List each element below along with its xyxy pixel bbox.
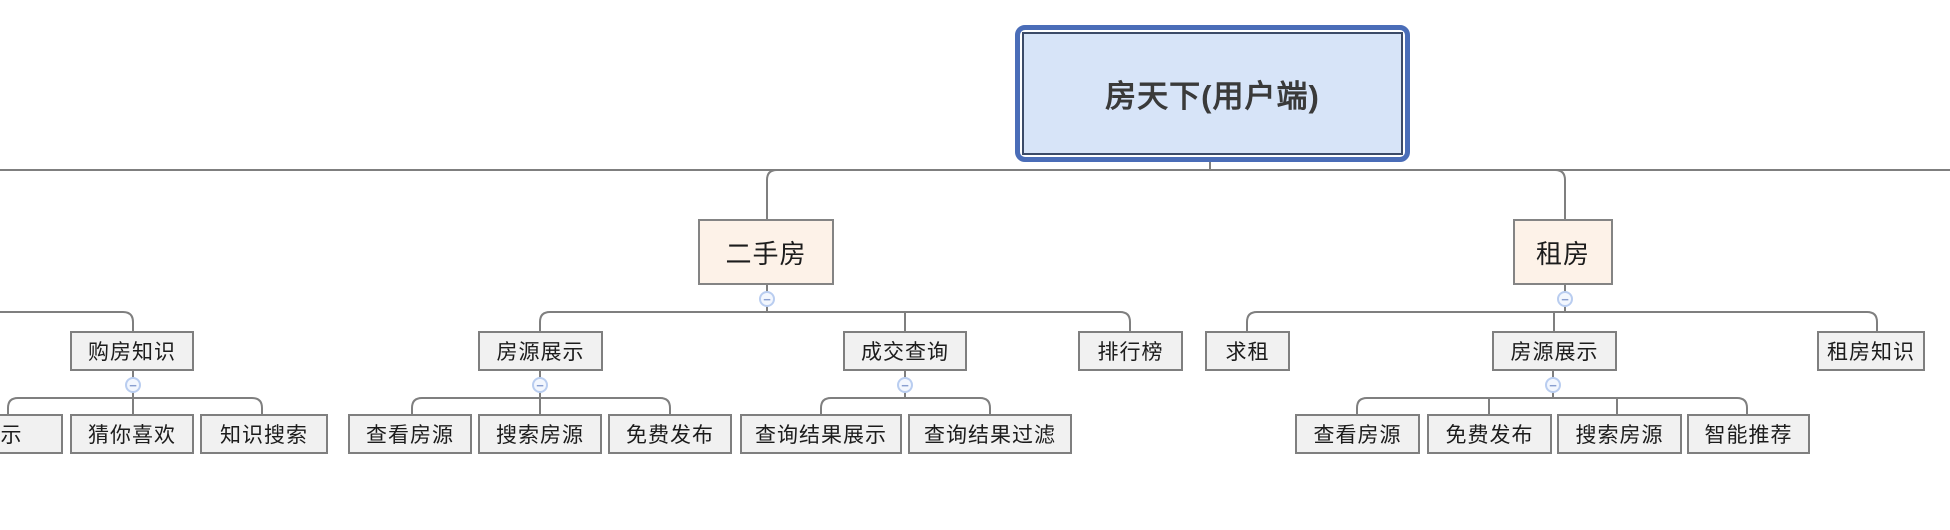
node-mianfeifabu-ershou[interactable]: 免费发布 bbox=[608, 414, 732, 454]
collapse-button-ershoufang[interactable]: − bbox=[759, 291, 775, 307]
node-zufang[interactable]: 租房 bbox=[1513, 219, 1613, 285]
node-fangyuanzhanshi-zufang[interactable]: 房源展示 bbox=[1492, 331, 1617, 371]
node-goufangzhishi[interactable]: 购房知识 bbox=[70, 331, 194, 371]
collapse-button-fangyuanzhanshi-ershou[interactable]: − bbox=[532, 377, 548, 393]
node-zhanshi-clipped[interactable]: 展示 bbox=[0, 414, 63, 454]
node-chaxunjieguozhanshi[interactable]: 查询结果展示 bbox=[740, 414, 902, 454]
node-sousuofangyuan-ershou[interactable]: 搜索房源 bbox=[478, 414, 602, 454]
node-ershoufang[interactable]: 二手房 bbox=[698, 219, 834, 285]
node-chakanfangyuan-ershou[interactable]: 查看房源 bbox=[348, 414, 472, 454]
node-chakanfangyuan-zufang[interactable]: 查看房源 bbox=[1295, 414, 1420, 454]
node-qiuzu[interactable]: 求租 bbox=[1205, 331, 1290, 371]
collapse-button-chengjiaochaxun[interactable]: − bbox=[897, 377, 913, 393]
node-zufangzhishi[interactable]: 租房知识 bbox=[1817, 331, 1925, 371]
node-zhishisousuo[interactable]: 知识搜索 bbox=[200, 414, 328, 454]
node-fangyuanzhanshi-ershou[interactable]: 房源展示 bbox=[478, 331, 603, 371]
collapse-button-fangyuanzhanshi-zufang[interactable]: − bbox=[1545, 377, 1561, 393]
node-chengjiaochaxun[interactable]: 成交查询 bbox=[843, 331, 967, 371]
node-paihangbang[interactable]: 排行榜 bbox=[1078, 331, 1183, 371]
collapse-button-goufangzhishi[interactable]: − bbox=[125, 377, 141, 393]
root-node-fangtianxia[interactable]: 房天下(用户端) bbox=[1015, 25, 1410, 162]
collapse-button-zufang[interactable]: − bbox=[1557, 291, 1573, 307]
root-node-label: 房天下(用户端) bbox=[1022, 32, 1403, 155]
node-mianfeifabu-zufang[interactable]: 免费发布 bbox=[1427, 414, 1552, 454]
node-chaxunjieguoguolv[interactable]: 查询结果过滤 bbox=[908, 414, 1072, 454]
node-cainixihuan[interactable]: 猜你喜欢 bbox=[70, 414, 194, 454]
node-sousuofangyuan-zufang[interactable]: 搜索房源 bbox=[1557, 414, 1682, 454]
node-zhinengtuijian[interactable]: 智能推荐 bbox=[1687, 414, 1810, 454]
